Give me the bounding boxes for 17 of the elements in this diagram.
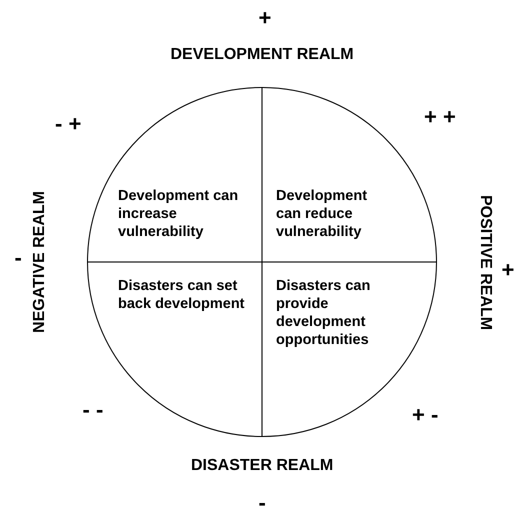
quadrant-text: Development can reduce vulnerability (276, 187, 396, 242)
axis-label: POSITIVE REALM (477, 194, 493, 330)
quadrant-text: Disasters can set back development (118, 277, 248, 314)
quadrant-text: Development can increase vulnerability (118, 187, 248, 242)
sign-label: - (14, 247, 22, 269)
sign-label: - + (55, 113, 82, 135)
quadrant-circle (87, 87, 437, 437)
axis-label: NEGATIVE REALM (32, 191, 48, 333)
sign-label: - - (82, 399, 104, 421)
sign-label: + - (412, 404, 438, 426)
sign-label: + (258, 7, 272, 29)
realm-label: DISASTER REALM (191, 458, 334, 474)
sign-label: - (258, 492, 266, 513)
realm-label: DEVELOPMENT REALM (170, 47, 354, 63)
sign-label: + + (424, 106, 456, 128)
sign-label: + (502, 259, 514, 281)
quadrant-text: Disasters can provide development opportunities (276, 277, 401, 350)
